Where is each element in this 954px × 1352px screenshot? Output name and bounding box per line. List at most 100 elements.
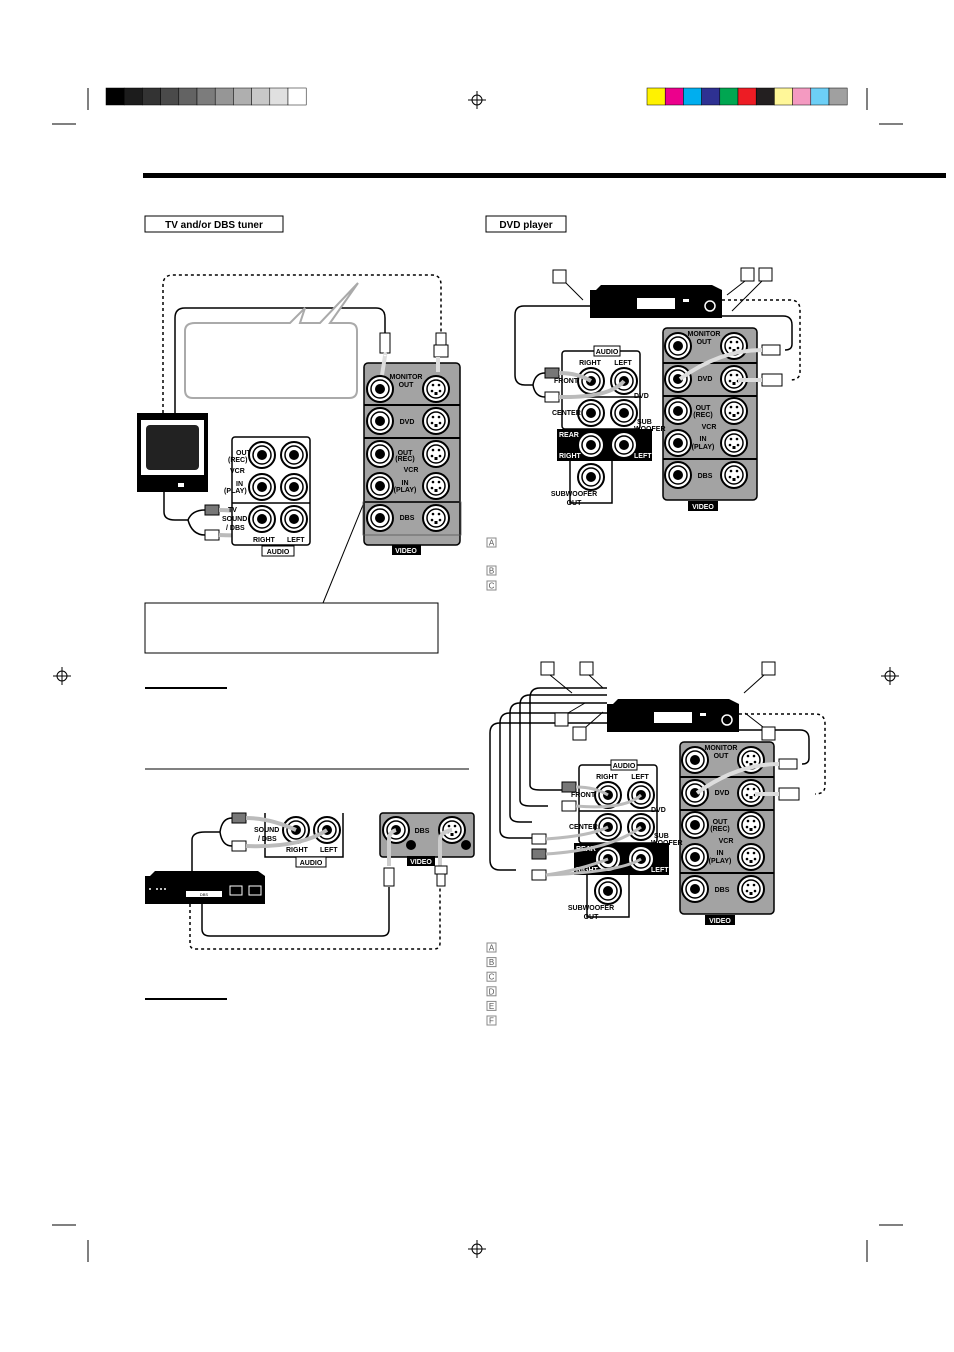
audio-input-panel: AUDIO RIGHT LEFT FRONT DVD CENTER SUB WO… [551,345,666,507]
color-swatch [646,87,666,106]
label-box [554,702,586,727]
svg-text:(REC): (REC) [228,457,247,464]
svg-text:VIDEO: VIDEO [410,859,432,866]
legend-letter: D [489,987,495,996]
label-box [540,661,573,694]
svg-text:DBS: DBS [200,892,209,897]
color-swatch [105,87,125,106]
dvd-player-icon [590,285,722,318]
legend-letter-box [486,942,497,953]
color-swatch [664,87,684,106]
svg-text:DVD player: DVD player [499,220,552,231]
dbs-tuner-icon: DBS [145,871,265,904]
color-swatch [719,87,739,106]
color-swatch [123,87,143,106]
svg-text:AUDIO: AUDIO [596,349,619,356]
svg-text:SOUND: SOUND [254,827,279,834]
legend-letter: F [489,1017,494,1026]
color-swatch [142,87,161,106]
color-swatch [251,87,271,106]
svg-text:/ DBS: / DBS [226,525,245,532]
svg-text:LEFT: LEFT [320,847,338,854]
svg-text:(PLAY): (PLAY) [692,444,715,451]
dvd-connection-diagram-basic: MONITOR OUT DVD OUT (REC) VCR IN (PLAY) … [514,267,801,511]
svg-text:SUB: SUB [637,419,652,426]
dvd-connection-diagram-full [489,661,826,925]
svg-text:SOUND: SOUND [222,516,247,523]
color-swatch [828,87,848,106]
svg-text:OUT: OUT [567,500,583,507]
s-video-plug [433,332,449,358]
svg-text:OUT: OUT [697,339,713,346]
tv-icon [137,413,208,492]
svg-text:VCR: VCR [230,468,245,475]
svg-text:DBS: DBS [698,473,713,480]
svg-text:LEFT: LEFT [634,453,652,460]
color-swatch [269,87,289,106]
legend-letter-box [486,986,497,997]
svg-text:SUBWOOFER: SUBWOOFER [551,491,597,498]
legend-letter-box [486,971,497,982]
svg-text:DVD: DVD [400,419,415,426]
svg-text:DBS: DBS [400,515,415,522]
color-swatch [683,87,702,106]
legend-top: A B C [486,537,497,591]
svg-text:IN: IN [402,480,409,487]
svg-text:DVD: DVD [634,393,649,400]
svg-text:OUT: OUT [398,450,414,457]
tv-connection-diagram: OUT (REC) VCR IN (PLAY) TV SOUND / DBS R… [137,274,462,604]
svg-text:(PLAY): (PLAY) [224,488,247,495]
svg-text:CENTER: CENTER [552,410,581,417]
video-input-panel: MONITOR OUT DVD OUT (REC) VCR IN (PLAY) … [662,327,758,511]
legend-letter-box [486,957,497,968]
svg-text:A: A [489,539,495,548]
color-swatch [287,87,307,106]
color-swatch [737,87,757,106]
svg-text:RIGHT: RIGHT [253,537,276,544]
svg-text:AUDIO: AUDIO [267,549,290,556]
svg-text:FRONT: FRONT [554,378,579,385]
audio-input-panel: OUT (REC) VCR IN (PLAY) TV SOUND / DBS R… [222,436,311,557]
svg-text:B: B [489,567,494,576]
section-title-dvd: DVD player [485,215,567,233]
svg-text:LEFT: LEFT [614,360,632,367]
svg-text:OUT: OUT [696,405,712,412]
svg-text:IN: IN [700,436,707,443]
label-box [731,267,773,312]
color-registration-bar [646,87,848,106]
color-swatch [755,87,775,106]
color-swatch [178,87,198,106]
svg-text:RIGHT: RIGHT [559,453,582,460]
svg-text:VCR: VCR [702,424,717,431]
legend-letter: A [489,944,495,953]
dbs-tuner-connection-diagram: SOUND / DBS RIGHT LEFT AUDIO DBS VIDEO D… [145,812,475,950]
color-swatch [701,87,721,106]
color-swatch [810,87,830,106]
grayscale-registration-bar [105,87,307,106]
svg-text:C: C [489,582,495,591]
color-swatch [774,87,793,106]
svg-text:OUT: OUT [236,450,252,457]
svg-text:IN: IN [236,481,243,488]
label-box [572,711,604,741]
speech-bubble [184,282,359,399]
svg-text:/ DBS: / DBS [258,836,277,843]
legend-letter: B [489,958,494,967]
legend-letter-box [486,1015,497,1026]
svg-text:TV: TV [228,507,237,514]
svg-text:REAR: REAR [559,432,579,439]
svg-text:LEFT: LEFT [287,537,305,544]
legend-letter-box [486,1000,497,1011]
label-box [726,267,755,296]
callout-box [144,602,439,654]
video-input-panel: MONITOR OUT DVD OUT (REC) VCR IN (PLAY) … [363,362,461,555]
svg-text:DBS: DBS [415,828,430,835]
rca-plug [379,332,391,354]
section-title-tv-dbs: TV and/or DBS tuner [144,215,284,233]
legend-letter: C [489,973,495,982]
svg-text:TV and/or DBS tuner: TV and/or DBS tuner [165,220,263,231]
svg-text:DVD: DVD [698,376,713,383]
label-box [744,712,776,741]
